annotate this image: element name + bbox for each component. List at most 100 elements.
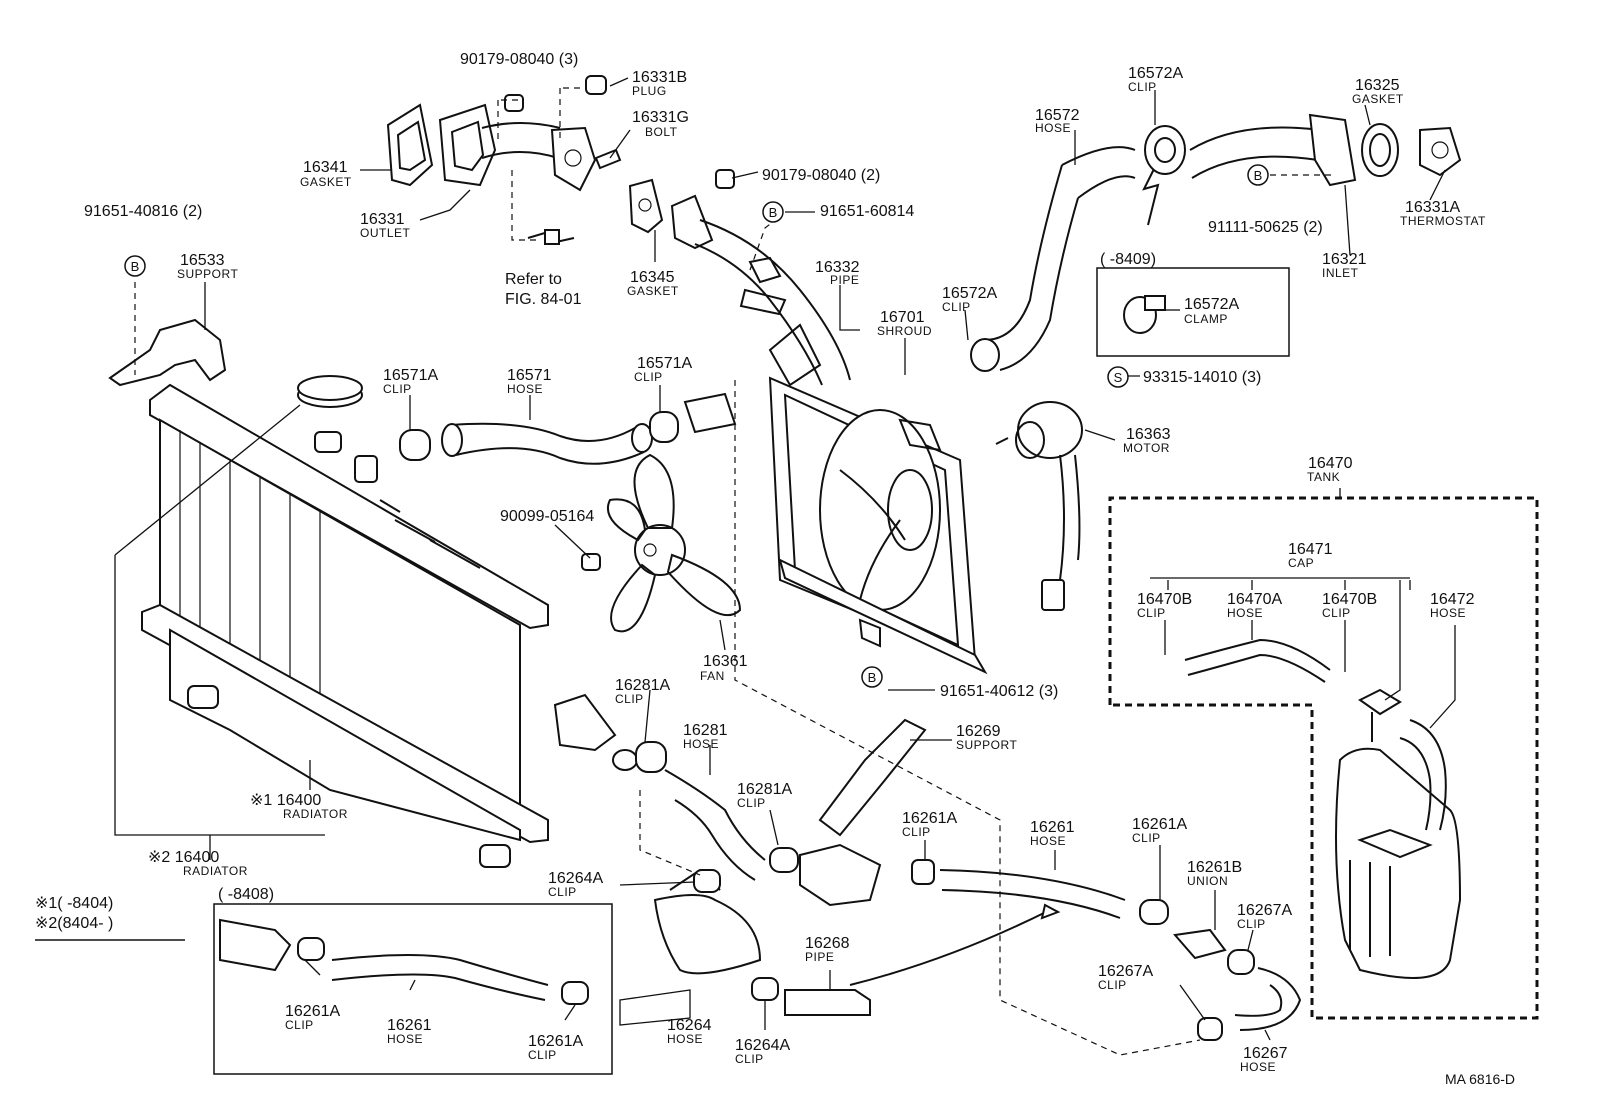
svg-text:SUPPORT: SUPPORT bbox=[956, 738, 1017, 752]
svg-text:PIPE: PIPE bbox=[805, 950, 834, 964]
b-marker: B bbox=[124, 255, 146, 277]
svg-text:HOSE: HOSE bbox=[1227, 606, 1263, 620]
svg-text:16533: 16533 bbox=[180, 252, 225, 269]
svg-text:16572A: 16572A bbox=[1128, 65, 1183, 82]
svg-text:HOSE: HOSE bbox=[507, 382, 543, 396]
water-outlet-drawing bbox=[386, 75, 622, 245]
callout: 93315-14010 (3) bbox=[1143, 369, 1261, 386]
callout: 91651-40816 (2) bbox=[84, 203, 202, 220]
svg-text:CLIP: CLIP bbox=[1322, 606, 1351, 620]
svg-text:16261A: 16261A bbox=[1132, 816, 1187, 833]
svg-text:91651-40612 (3): 91651-40612 (3) bbox=[940, 683, 1058, 700]
svg-text:91111-50625 (2): 91111-50625 (2) bbox=[1208, 219, 1323, 236]
svg-text:SHROUD: SHROUD bbox=[877, 324, 932, 338]
svg-text:RADIATOR: RADIATOR bbox=[183, 864, 248, 878]
svg-text:GASKET: GASKET bbox=[300, 175, 352, 189]
svg-text:CLIP: CLIP bbox=[1137, 606, 1166, 620]
fan-motor-drawing bbox=[995, 401, 1083, 611]
clamp-detail-drawing bbox=[1123, 295, 1166, 334]
leader-lines bbox=[114, 77, 1456, 1056]
svg-text:90099-05164: 90099-05164 bbox=[500, 508, 594, 525]
svg-text:PLUG: PLUG bbox=[632, 84, 667, 98]
svg-text:16572A: 16572A bbox=[942, 285, 997, 302]
svg-text:16281A: 16281A bbox=[737, 781, 792, 798]
svg-text:16341: 16341 bbox=[303, 159, 348, 176]
svg-text:CLIP: CLIP bbox=[383, 382, 412, 396]
clamp-detail-box bbox=[1096, 267, 1290, 357]
svg-text:16571: 16571 bbox=[507, 367, 552, 384]
svg-text:CLIP: CLIP bbox=[902, 825, 931, 839]
svg-text:TANK: TANK bbox=[1307, 470, 1340, 484]
svg-text:16571A: 16571A bbox=[383, 367, 438, 384]
svg-text:CLIP: CLIP bbox=[634, 370, 663, 384]
b-marker: B bbox=[1247, 164, 1269, 186]
svg-text:16472: 16472 bbox=[1430, 591, 1475, 608]
callout: 91651-60814 bbox=[820, 203, 914, 220]
svg-text:CLIP: CLIP bbox=[1237, 917, 1266, 931]
svg-text:FAN: FAN bbox=[700, 669, 725, 683]
svg-text:16571A: 16571A bbox=[637, 355, 692, 372]
svg-text:16572A: 16572A bbox=[1184, 296, 1239, 313]
parts-drawing bbox=[108, 75, 1462, 1041]
cooling-fan-drawing bbox=[581, 453, 742, 633]
svg-text:CLIP: CLIP bbox=[737, 796, 766, 810]
svg-text:16268: 16268 bbox=[805, 935, 850, 952]
svg-text:16267: 16267 bbox=[1243, 1045, 1288, 1062]
svg-text:CLIP: CLIP bbox=[942, 300, 971, 314]
svg-text:B: B bbox=[868, 670, 877, 685]
svg-text:90179-08040 (2): 90179-08040 (2) bbox=[762, 167, 880, 184]
svg-text:CLIP: CLIP bbox=[1128, 80, 1157, 94]
svg-text:16281: 16281 bbox=[683, 722, 728, 739]
svg-text:CLIP: CLIP bbox=[735, 1052, 764, 1066]
support-bracket-drawing bbox=[108, 318, 227, 387]
tank-group-frame bbox=[1108, 496, 1539, 1020]
callout: 90179-08040 (2) bbox=[762, 167, 880, 184]
callout: 91111-50625 (2) bbox=[1208, 219, 1323, 236]
svg-text:B: B bbox=[769, 205, 778, 220]
svg-text:16321: 16321 bbox=[1322, 251, 1367, 268]
svg-text:Refer to: Refer to bbox=[505, 271, 562, 288]
svg-text:GASKET: GASKET bbox=[1352, 92, 1404, 106]
clamp-range-text: ( -8409) bbox=[1100, 251, 1156, 268]
figure-code: MA 6816-D bbox=[1445, 1071, 1515, 1087]
svg-text:16470: 16470 bbox=[1308, 455, 1353, 472]
svg-text:16261: 16261 bbox=[387, 1017, 432, 1034]
svg-text:16331A: 16331A bbox=[1405, 199, 1460, 216]
svg-text:93315-14010 (3): 93315-14010 (3) bbox=[1143, 369, 1261, 386]
svg-text:16470A: 16470A bbox=[1227, 591, 1282, 608]
svg-text:16470B: 16470B bbox=[1137, 591, 1192, 608]
callout: 90099-05164 bbox=[500, 508, 594, 525]
svg-text:HOSE: HOSE bbox=[1030, 834, 1066, 848]
legend: ※1( -8404) ※2(8404- ) bbox=[35, 895, 185, 941]
svg-text:16261B: 16261B bbox=[1187, 859, 1242, 876]
svg-text:CLIP: CLIP bbox=[548, 885, 577, 899]
fan-shroud-drawing bbox=[768, 323, 988, 675]
svg-text:16261A: 16261A bbox=[902, 810, 957, 827]
svg-text:16332: 16332 bbox=[815, 259, 860, 276]
svg-text:91651-60814: 91651-60814 bbox=[820, 203, 914, 220]
svg-text:HOSE: HOSE bbox=[683, 737, 719, 751]
svg-text:CAP: CAP bbox=[1288, 556, 1314, 570]
svg-text:UNION: UNION bbox=[1187, 874, 1228, 888]
